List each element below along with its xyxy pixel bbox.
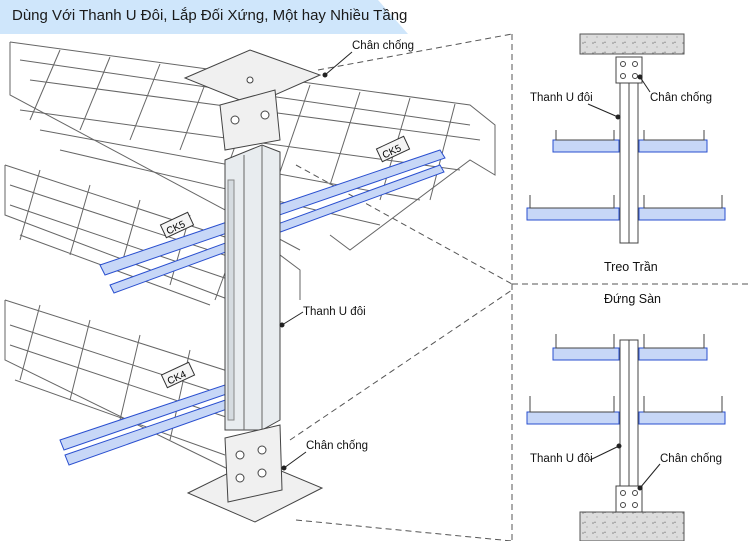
- floor-trays: [529, 334, 723, 413]
- ceiling-label-channel: Thanh U đôi: [530, 92, 593, 104]
- ceiling-crossbars: [526, 139, 726, 221]
- floor-caption: Đứng Sàn: [604, 292, 662, 306]
- label-bracket-bottom: Chân chống: [306, 440, 369, 452]
- ceiling-trays: [529, 130, 723, 209]
- label-bracket-top: Chân chống: [352, 40, 415, 52]
- floor-label-channel: Thanh U đôi: [530, 453, 593, 465]
- ceiling-label-bracket: Chân chống: [650, 92, 713, 104]
- double-u-channel: [224, 144, 281, 431]
- page-title: Dùng Với Thanh U Đôi, Lắp Đối Xứng, Một …: [12, 7, 408, 24]
- label-double-channel: Thanh U đôi: [303, 306, 366, 318]
- main-leaders: [279, 51, 353, 471]
- section-frame: [289, 33, 750, 541]
- floor-label-bracket: Chân chống: [660, 453, 723, 465]
- bracket-bottom: [186, 424, 324, 523]
- ck-tag-2: CK5: [159, 211, 195, 239]
- ceiling-caption: Treo Trần: [604, 260, 658, 274]
- floor-slab: [579, 511, 685, 541]
- title-tab: [0, 0, 408, 34]
- bracket-top: [183, 49, 322, 151]
- floor-channel: [615, 339, 643, 513]
- wire-tray-lower: [4, 299, 256, 471]
- ck-tag-1: CK5: [375, 135, 411, 163]
- ceiling-channel: [615, 56, 643, 244]
- ceiling-slab: [579, 33, 685, 55]
- side-leaders: [587, 74, 661, 491]
